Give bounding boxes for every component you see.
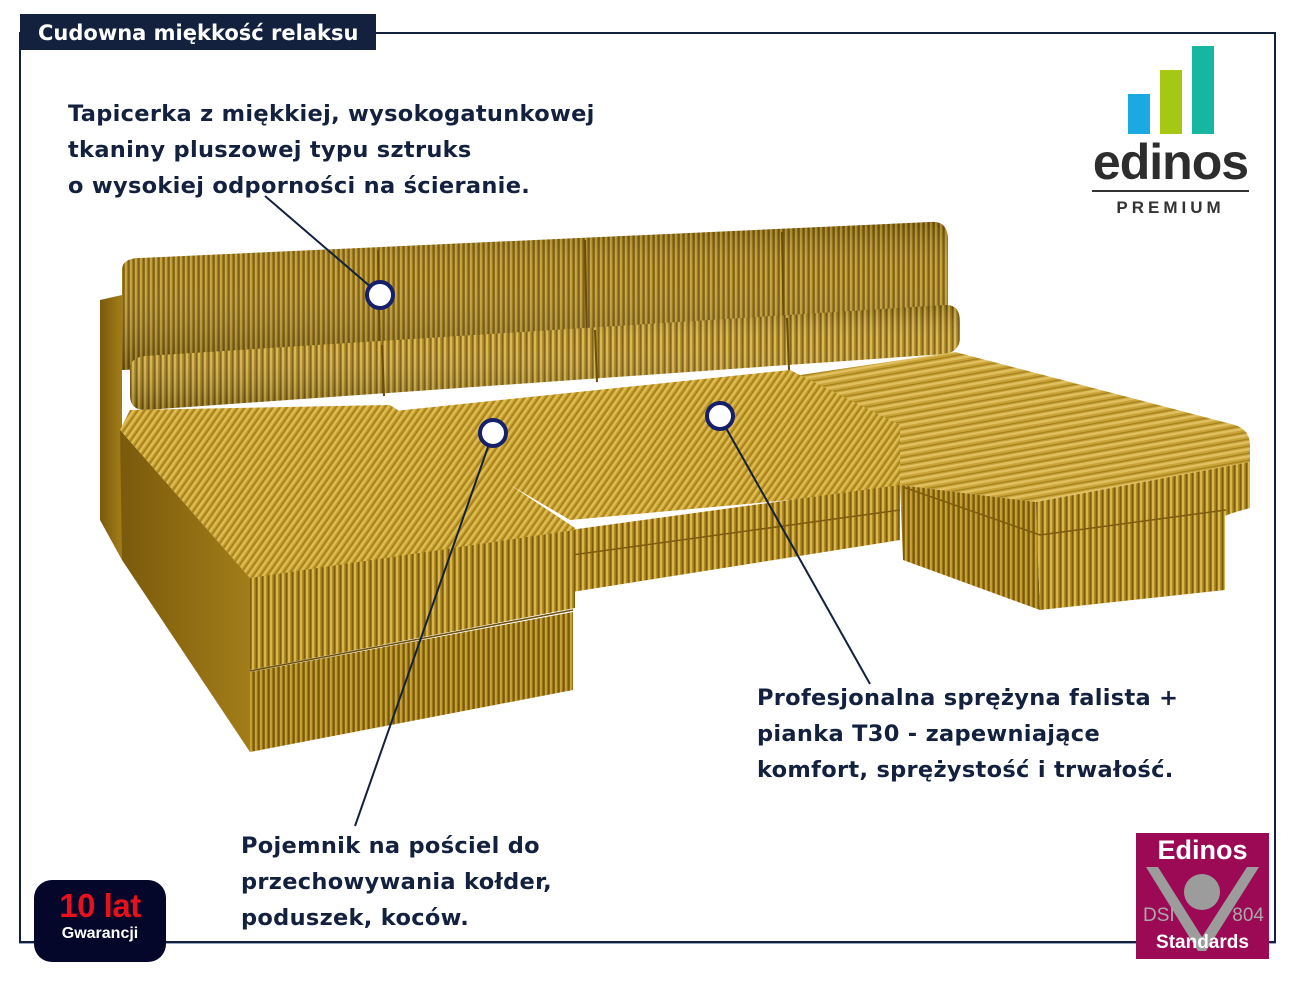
edinos-premium-logo: edinos PREMIUM [1088,44,1253,224]
standards-badge: Edinos DSI 804 Standards [1136,833,1269,959]
logo-bar-icon [1128,94,1150,134]
logo-divider [1092,190,1249,192]
callout-upholstery: Tapicerka z miękkiej, wysokogatunkowej t… [68,101,595,199]
logo-bar-icon [1160,70,1182,134]
logo-bar-icon [1192,46,1214,134]
callout-storage: Pojemnik na pościel do przechowywania ko… [241,833,553,931]
warranty-label: Gwarancji [61,925,139,942]
page-title: Cudowna miękkość relaksu [20,14,377,50]
brand-tagline: PREMIUM [1116,198,1225,217]
callout-markers [365,280,735,448]
standards-left: DSI [1143,905,1175,926]
content-frame [19,32,1276,944]
callout-spring: Profesjonalna sprężyna falista + pianka … [757,685,1179,783]
brand-name: edinos [1092,134,1249,190]
standards-bottom: Standards [1156,932,1249,953]
standards-top: Edinos [1157,835,1248,865]
standards-v-icon [1146,867,1259,951]
warranty-years: 10 lat [59,887,141,924]
standards-right: 804 [1232,905,1264,926]
warranty-badge: 10 lat Gwarancji [34,880,166,962]
